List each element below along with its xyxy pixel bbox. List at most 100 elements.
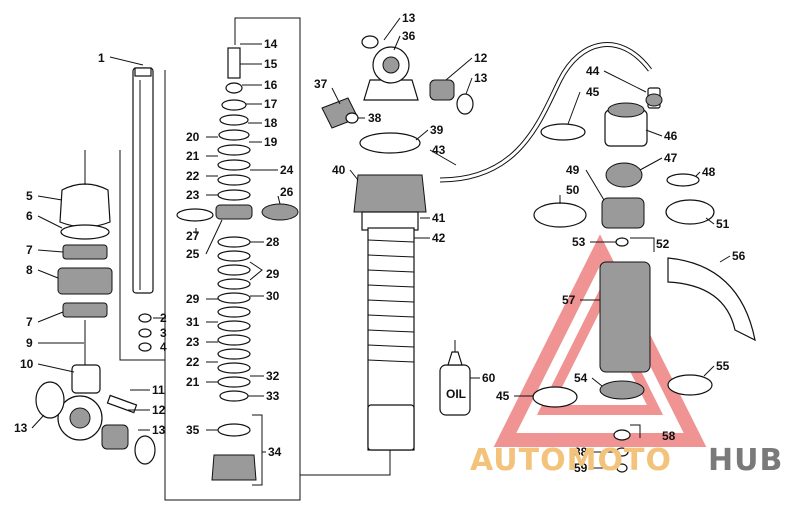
callout-32: 32 (266, 369, 280, 383)
callout-45b: 45 (496, 389, 510, 403)
callout-1: 1 (98, 51, 105, 65)
callout-2: 2 (160, 311, 167, 325)
callout-29a: 29 (266, 267, 280, 281)
callout-18: 18 (264, 116, 278, 130)
cylinder-57 (599, 261, 651, 373)
band-26 (261, 203, 299, 221)
callout-56: 56 (732, 249, 746, 263)
callout-16: 16 (264, 78, 278, 92)
callout-12a: 12 (152, 403, 166, 417)
callout-22b: 22 (186, 355, 200, 369)
callout-30: 30 (266, 289, 280, 303)
ring-55 (667, 374, 713, 396)
ring-13c (361, 35, 379, 49)
collar-40 (353, 174, 427, 213)
callout-60: 60 (482, 371, 496, 385)
callout-33: 33 (266, 389, 280, 403)
callout-4: 4 (160, 340, 167, 354)
callout-35: 35 (186, 423, 200, 437)
ring-45b (532, 386, 578, 408)
callout-10: 10 (20, 357, 34, 371)
body-lower (367, 404, 415, 451)
callout-45a: 45 (586, 85, 600, 99)
ring-13a (35, 381, 65, 419)
watermark-part2: HUB (708, 443, 783, 478)
valve-stack (211, 47, 257, 481)
callout-13c: 13 (402, 11, 416, 25)
cap-46 (604, 102, 648, 147)
ring-45a (540, 123, 586, 141)
callout-21a: 21 (186, 149, 200, 163)
callout-23b: 23 (186, 335, 200, 349)
callout-38a: 38 (368, 111, 382, 125)
callout-17: 17 (264, 97, 278, 111)
callout-5: 5 (26, 189, 33, 203)
bushing-12a (101, 424, 129, 450)
part-38a (345, 112, 359, 124)
callout-44: 44 (586, 64, 600, 78)
part-6 (60, 224, 110, 240)
callout-22a: 22 (186, 169, 200, 183)
part-7b (62, 302, 108, 318)
bushing-12b (429, 79, 455, 101)
callout-47: 47 (664, 151, 678, 165)
callout-13a: 13 (14, 421, 28, 435)
callout-11: 11 (152, 383, 165, 397)
cap-54 (599, 380, 645, 400)
cover-56 (667, 257, 756, 342)
part-8 (57, 267, 113, 295)
callout-29b: 29 (186, 292, 200, 306)
ring-51 (665, 199, 715, 225)
callout-14: 14 (264, 37, 278, 51)
callout-50: 50 (566, 183, 580, 197)
callout-23a: 23 (186, 188, 200, 202)
part-2 (138, 313, 152, 323)
callout-43: 43 (432, 143, 446, 157)
callout-41: 41 (432, 211, 446, 225)
bumper-5 (59, 150, 111, 228)
part-53 (615, 237, 629, 247)
callout-31: 31 (186, 315, 200, 329)
callout-19: 19 (264, 135, 278, 149)
band-50 (533, 202, 587, 228)
callout-49: 49 (566, 163, 580, 177)
callout-21b: 21 (186, 375, 200, 389)
callout-13b: 13 (152, 423, 166, 437)
part-47 (605, 162, 643, 188)
shaft-1 (132, 67, 154, 294)
callout-24: 24 (280, 163, 294, 177)
ring-13b (134, 435, 156, 465)
callout-7a: 7 (26, 243, 33, 257)
callout-26: 26 (280, 185, 294, 199)
part-41 (361, 211, 419, 231)
piston-49 (601, 197, 645, 229)
callout-7b: 7 (26, 315, 33, 329)
reservoir-cap-36 (363, 46, 419, 101)
callout-57: 57 (562, 293, 576, 307)
callout-12b: 12 (474, 51, 488, 65)
callout-25: 25 (186, 247, 200, 261)
pin-11 (106, 394, 138, 414)
callout-37: 37 (314, 77, 328, 91)
callout-51: 51 (716, 217, 730, 231)
ring-27 (176, 208, 214, 222)
callout-55: 55 (716, 359, 730, 373)
callout-9: 9 (26, 336, 33, 350)
part-4 (138, 342, 152, 352)
callouts: 1 2 3 4 5 6 7 8 7 9 10 11 12 13 13 14 15… (14, 11, 746, 475)
callout-59: 59 (574, 461, 588, 475)
part-58 (613, 429, 631, 441)
oil-bottle-60: OIL (439, 340, 471, 416)
callout-15: 15 (264, 57, 278, 71)
callout-13d: 13 (474, 71, 488, 85)
valve-44 (645, 87, 663, 109)
callout-48: 48 (702, 165, 716, 179)
callout-46: 46 (664, 129, 678, 143)
callout-8: 8 (26, 263, 33, 277)
callout-6: 6 (26, 209, 33, 223)
callout-40: 40 (332, 163, 346, 177)
callout-28: 28 (266, 235, 280, 249)
oring-39 (359, 132, 421, 154)
leader-frame-b (119, 150, 165, 361)
